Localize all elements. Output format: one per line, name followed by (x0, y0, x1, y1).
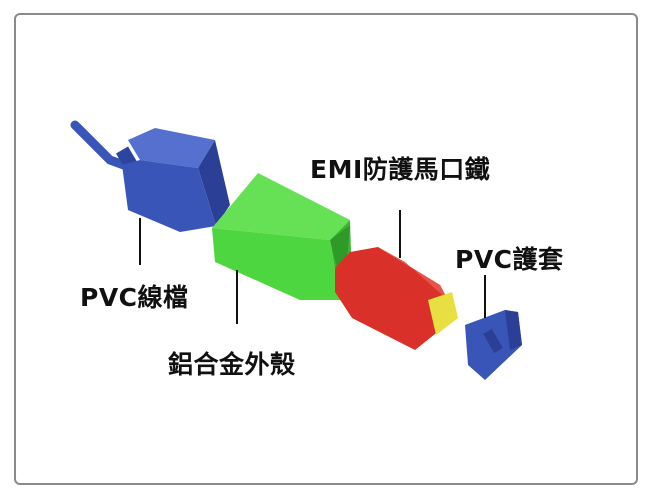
emi-shield-part (335, 247, 458, 350)
label-pvc-cover: PVC護套 (455, 245, 564, 274)
label-pvc-cable: PVC線檔 (80, 283, 189, 312)
label-alloy-shell: 鋁合金外殼 (168, 350, 296, 379)
pvc-cable-part (70, 120, 230, 232)
pvc-cover-part (465, 310, 522, 380)
alloy-shell-part (212, 173, 352, 300)
label-emi-shield: EMI防護馬口鐵 (310, 155, 491, 184)
